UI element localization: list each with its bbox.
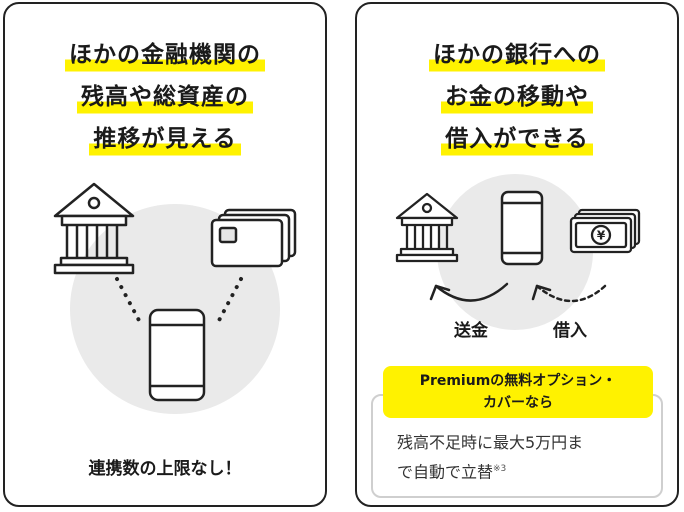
- headline-line-1: ほかの銀行への: [429, 36, 605, 74]
- premium-option-badge: Premiumの無料オプション・ カバーなら: [383, 366, 653, 418]
- option-text-line-2-body: で自動で立替: [397, 462, 494, 482]
- headline-line-3: 借入ができる: [441, 120, 593, 158]
- headline: ほかの銀行への お金の移動や 借入ができる: [357, 36, 677, 158]
- smartphone-icon: [148, 308, 206, 402]
- bank-icon: [395, 192, 459, 263]
- illustration: ¥: [395, 190, 641, 303]
- option-text-line-2: で自動で立替※3: [397, 456, 657, 485]
- smartphone-icon: [500, 190, 544, 266]
- headline-line-3: 推移が見える: [89, 120, 241, 158]
- footnote-marker: ※3: [493, 464, 507, 474]
- headline-line-1: ほかの金融機関の: [65, 36, 265, 74]
- illustration: [53, 182, 297, 402]
- borrow-arrow-icon: [531, 284, 607, 303]
- borrow-label: 借入: [553, 321, 587, 341]
- option-text-line-1: 残高不足時に最大5万円ま: [397, 433, 584, 452]
- headline-line-2: お金の移動や: [441, 78, 593, 116]
- credit-cards-icon: [210, 208, 297, 268]
- connector-right: [214, 277, 243, 328]
- card-account-aggregation: ほかの金融機関の 残高や総資産の 推移が見える: [3, 2, 327, 507]
- caption: 連携数の上限なし！: [88, 459, 242, 479]
- svg-text:¥: ¥: [597, 229, 606, 243]
- send-arrow-icon: [429, 282, 509, 302]
- yen-bills-icon: ¥: [569, 208, 641, 254]
- badge-line-1: Premiumの無料オプション・: [419, 373, 617, 389]
- connector-left: [115, 277, 144, 328]
- card-transfer-loan: ほかの銀行への お金の移動や 借入ができる ¥: [355, 2, 679, 507]
- headline-line-2: 残高や総資産の: [77, 78, 253, 116]
- send-label: 送金: [454, 321, 488, 341]
- option-description: 残高不足時に最大5万円ま で自動で立替※3: [397, 429, 657, 485]
- badge-line-2: カバーなら: [483, 395, 553, 411]
- headline: ほかの金融機関の 残高や総資産の 推移が見える: [5, 36, 325, 158]
- bank-icon: [53, 182, 135, 275]
